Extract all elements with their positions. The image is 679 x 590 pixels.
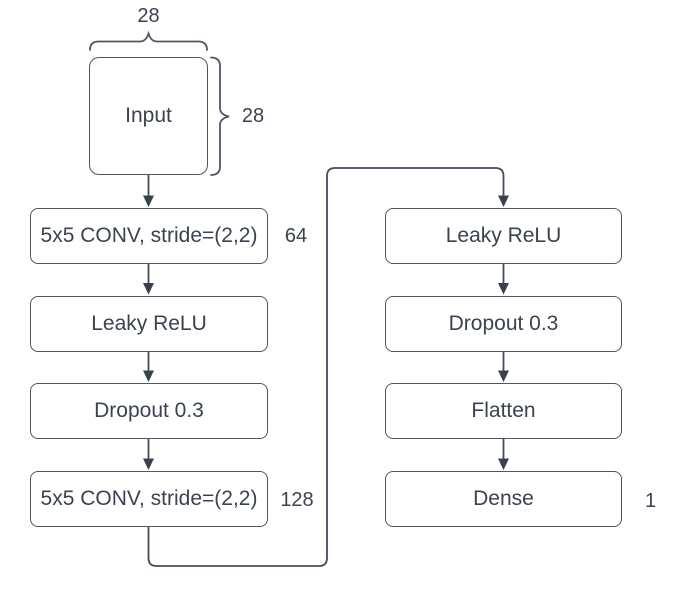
dense-units-label: 1 xyxy=(644,489,657,512)
node-flatten: Flatten xyxy=(385,383,622,439)
input-width-label: 28 xyxy=(137,4,160,27)
arrowhead-icon xyxy=(143,283,154,295)
node-conv2: 5x5 CONV, stride=(2,2) xyxy=(30,471,268,527)
arrowhead-icon xyxy=(498,370,509,382)
node-dense: Dense xyxy=(385,471,622,527)
node-leaky-relu-1: Leaky ReLU xyxy=(30,295,268,352)
node-input: Input xyxy=(89,57,208,175)
arrowhead-icon xyxy=(498,195,509,207)
arrowhead-icon xyxy=(498,283,509,295)
input-height-label: 28 xyxy=(241,104,265,127)
connector-left-to-right xyxy=(147,167,505,567)
conv1-filters-label: 64 xyxy=(284,224,308,247)
node-leaky-relu-2: Leaky ReLU xyxy=(385,208,622,264)
conv2-filters-label: 128 xyxy=(280,488,314,511)
height-brace-icon xyxy=(210,56,230,176)
width-brace-icon xyxy=(89,30,208,51)
arrowhead-icon xyxy=(143,195,154,207)
node-dropout-2: Dropout 0.3 xyxy=(385,295,622,352)
node-dropout-1: Dropout 0.3 xyxy=(30,383,268,439)
arrowhead-icon xyxy=(498,458,509,470)
arrowhead-icon xyxy=(143,458,154,470)
node-conv1: 5x5 CONV, stride=(2,2) xyxy=(30,208,268,264)
arrowhead-icon xyxy=(143,370,154,382)
